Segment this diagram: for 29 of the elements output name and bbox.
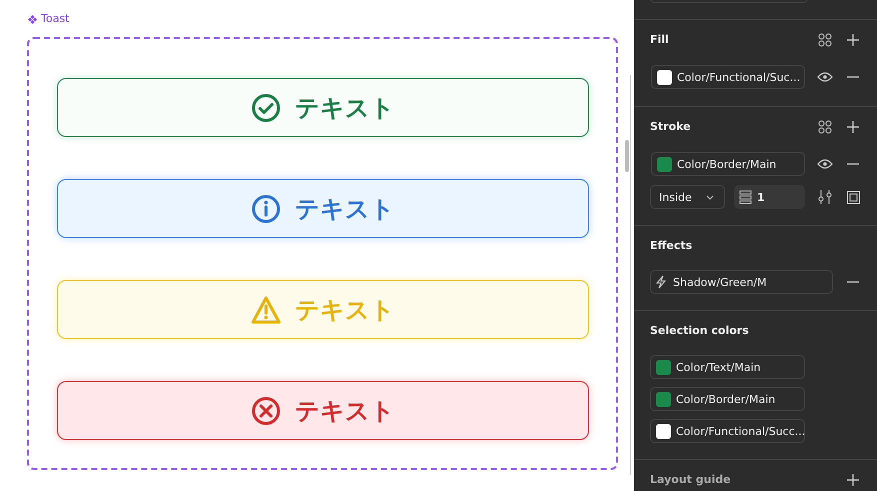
frame-label: Toast [41, 12, 70, 25]
section-title: Fill [650, 33, 669, 46]
toast-box [57, 78, 589, 137]
color-style-field [650, 419, 805, 443]
style-name: Color/Functional/Succ... [676, 424, 806, 438]
toast-text: テキスト [295, 294, 395, 326]
section-title: Effects [650, 239, 692, 252]
section-title: Selection colors [650, 324, 749, 337]
color-style-field [650, 355, 805, 379]
color-style-field [651, 65, 805, 89]
section-title: Stroke [650, 120, 691, 133]
style-name: 1 [757, 190, 765, 204]
effect-style-field [650, 270, 833, 294]
style-name: Color/Text/Main [676, 360, 761, 374]
toast-box [57, 280, 589, 339]
toast-text: テキスト [295, 92, 395, 124]
toast-box [57, 381, 589, 440]
toast-text: テキスト [295, 396, 395, 426]
dropdown: Inside [650, 185, 725, 209]
toast-box [57, 179, 589, 238]
style-name: Color/Border/Main [677, 158, 776, 170]
style-name: Color/Border/Main [676, 392, 776, 406]
toast-text: テキスト [295, 194, 395, 224]
style-name: Color/Functional/Suc... [677, 70, 800, 84]
input-field [734, 185, 805, 209]
section-title: Layout guide [650, 473, 731, 486]
style-name: Shadow/Green/M [673, 276, 767, 288]
color-style-field [651, 152, 805, 176]
color-style-field [650, 387, 805, 411]
